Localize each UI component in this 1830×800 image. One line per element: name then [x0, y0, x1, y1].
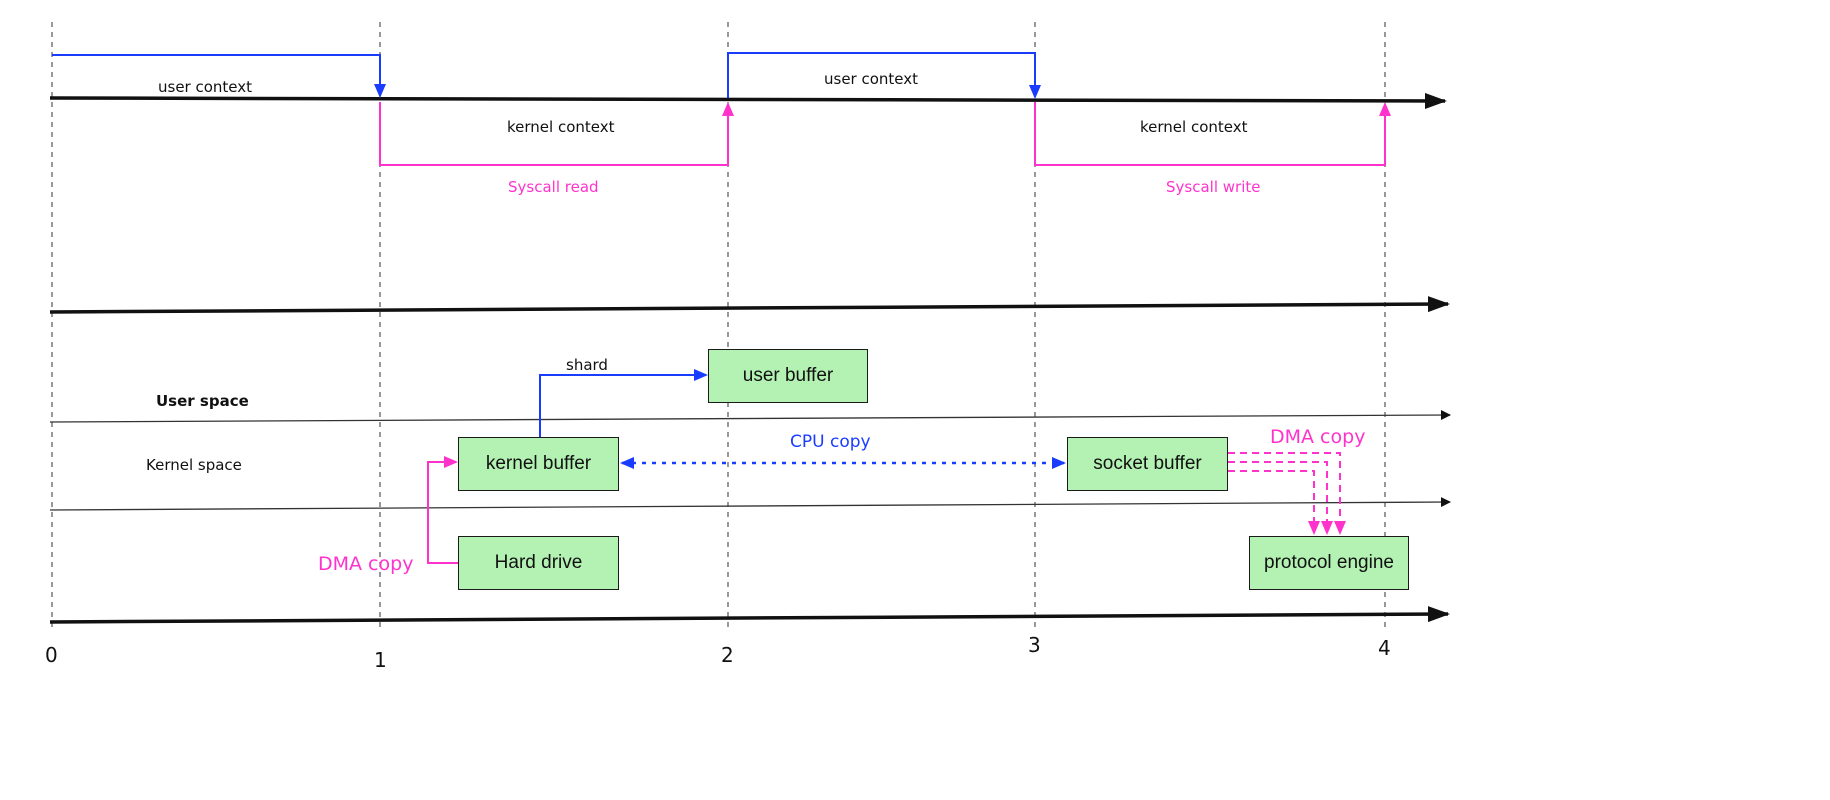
- user-space-label: User space: [156, 392, 249, 410]
- dma-copy-left-arrow: [427, 456, 458, 564]
- kernel-buffer-box: kernel buffer: [458, 437, 619, 491]
- user-context-label-2: user context: [824, 70, 919, 88]
- context-timeline-axis: [49, 92, 1447, 109]
- kernel-space-label: Kernel space: [146, 456, 242, 474]
- kernel-context-line-1: [379, 102, 734, 166]
- cpu-copy-label: CPU copy: [790, 432, 871, 452]
- dma-copy-path-3: [1228, 470, 1320, 535]
- user-context-line-2: [727, 52, 1041, 99]
- dma-copy-right-arrows: [1228, 452, 1346, 535]
- hard-drive-box: Hard drive: [458, 536, 619, 590]
- user-context-label-1: user context: [158, 78, 253, 96]
- bottom-timeline-axis: [49, 606, 1450, 624]
- dma-copy-right-label: DMA copy: [1270, 426, 1366, 448]
- dma-copy-path-2: [1228, 461, 1333, 535]
- user-buffer-box: user buffer: [708, 349, 868, 403]
- kernel-context-label-2: kernel context: [1140, 118, 1248, 136]
- user-kernel-divider: [49, 410, 1451, 423]
- kernel-context-line-2: [1034, 102, 1391, 166]
- socket-buffer-box: socket buffer: [1067, 437, 1228, 491]
- tick-guides: [51, 22, 1386, 630]
- middle-timeline-axis: [49, 296, 1450, 314]
- tick-label-4: 4: [1378, 636, 1391, 660]
- tick-label-3: 3: [1028, 633, 1041, 657]
- syscall-write-label: Syscall write: [1166, 178, 1261, 196]
- shard-arrow: [539, 369, 708, 437]
- user-context-line-1: [52, 54, 386, 98]
- protocol-engine-box: protocol engine: [1249, 536, 1409, 590]
- tick-label-1: 1: [374, 648, 387, 672]
- syscall-read-label: Syscall read: [508, 178, 599, 196]
- tick-label-0: 0: [45, 643, 58, 667]
- tick-label-2: 2: [721, 643, 734, 667]
- kernel-context-label-1: kernel context: [507, 118, 615, 136]
- kernel-hardware-divider: [49, 497, 1451, 511]
- shard-label: shard: [566, 356, 608, 374]
- dma-copy-left-label: DMA copy: [318, 553, 414, 575]
- dma-copy-path-1: [1228, 452, 1346, 535]
